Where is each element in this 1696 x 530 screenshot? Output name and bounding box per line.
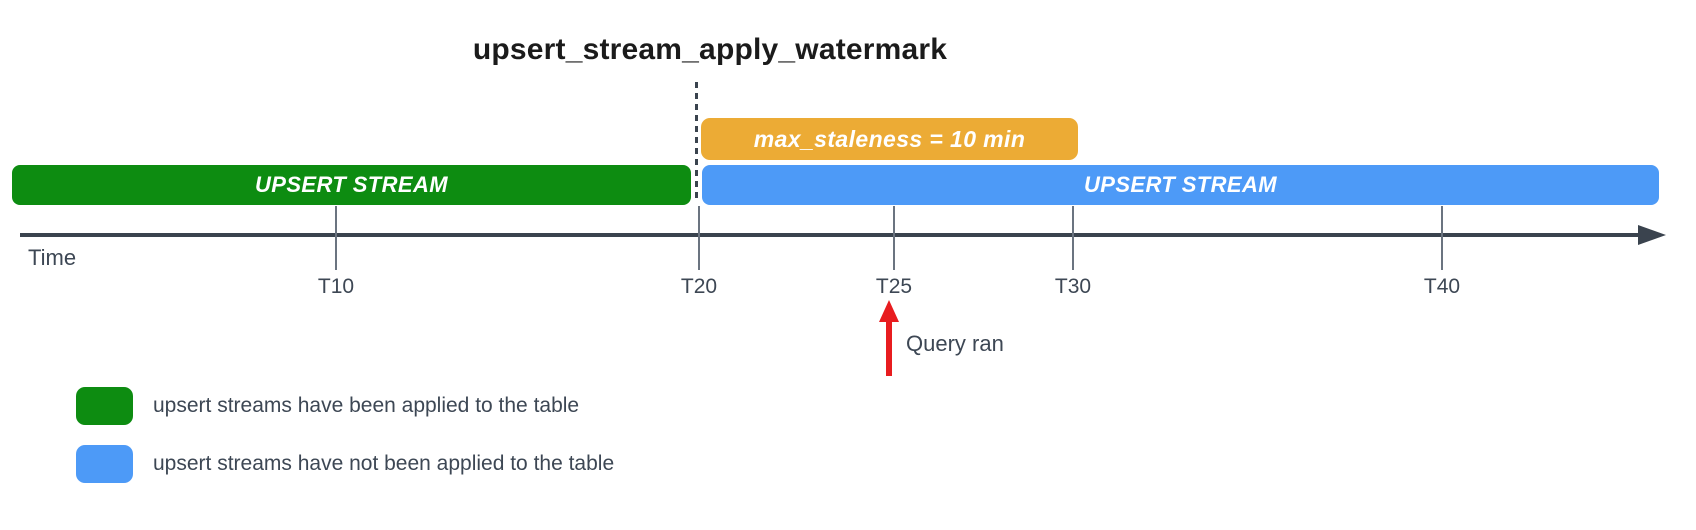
tick-label-t30: T30 <box>1054 275 1092 298</box>
max-staleness-label: max_staleness = 10 min <box>753 125 1026 152</box>
time-axis-line <box>20 233 1642 237</box>
tick-label-t40: T40 <box>1423 275 1461 298</box>
tick-t10 <box>335 206 337 270</box>
tick-t25 <box>893 206 895 270</box>
diagram-title: upsert_stream_apply_watermark <box>472 33 948 66</box>
tick-label-t10: T10 <box>317 275 355 298</box>
tick-t30 <box>1072 206 1074 270</box>
watermark-dotted-line <box>695 82 698 203</box>
tick-label-t20: T20 <box>680 275 718 298</box>
query-ran-arrow-icon <box>879 300 899 322</box>
time-axis-arrowhead-icon <box>1638 225 1666 245</box>
legend-label-applied: upsert streams have been applied to the … <box>153 394 580 417</box>
tick-label-t25: T25 <box>875 275 913 298</box>
query-ran-arrow-shaft <box>886 320 892 376</box>
unapplied-upsert-stream-label: UPSERT STREAM <box>1083 172 1278 197</box>
tick-t20 <box>698 206 700 270</box>
legend-swatch-unapplied <box>76 445 133 483</box>
unapplied-upsert-stream-bar: UPSERT STREAM <box>702 165 1659 205</box>
legend-label-unapplied: upsert streams have not been applied to … <box>153 452 615 475</box>
applied-upsert-stream-label: UPSERT STREAM <box>254 172 449 197</box>
applied-upsert-stream-bar: UPSERT STREAM <box>12 165 691 205</box>
query-ran-label: Query ran <box>906 331 1004 356</box>
legend-swatch-applied <box>76 387 133 425</box>
time-axis-label: Time <box>28 245 77 270</box>
tick-t40 <box>1441 206 1443 270</box>
max-staleness-bar: max_staleness = 10 min <box>701 118 1078 160</box>
